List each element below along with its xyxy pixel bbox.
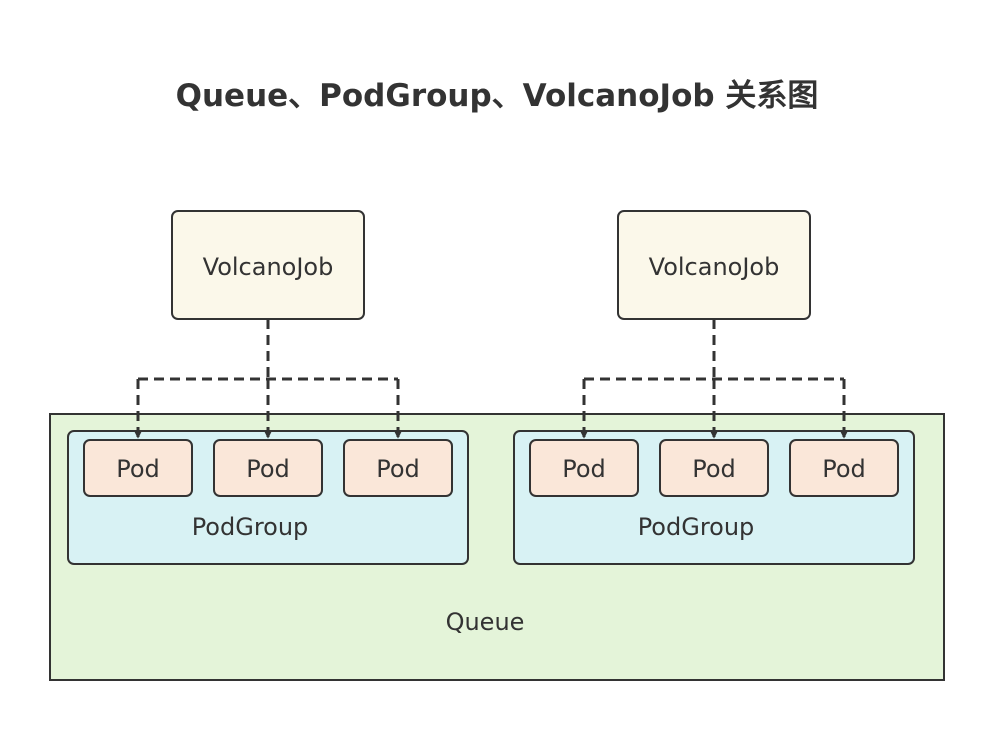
diagram-title: Queue、PodGroup、VolcanoJob 关系图 [175, 78, 819, 114]
pod-box [529, 439, 639, 497]
pod-label: Pod [562, 455, 606, 483]
pod-box [213, 439, 323, 497]
volcanojob-label: VolcanoJob [649, 253, 780, 281]
queue-label: Queue [446, 608, 525, 636]
volcanojob-group-1: PodGroup Pod Pod Pod VolcanoJob [67, 210, 469, 565]
pod-label: Pod [822, 455, 866, 483]
podgroup-label: PodGroup [192, 513, 309, 541]
pod-label: Pod [692, 455, 736, 483]
pod-box [659, 439, 769, 497]
pod-box [789, 439, 899, 497]
volcanojob-label: VolcanoJob [203, 253, 334, 281]
pod-box [83, 439, 193, 497]
podgroup-label: PodGroup [638, 513, 755, 541]
volcanojob-group-2: PodGroup Pod Pod Pod VolcanoJob [513, 210, 915, 565]
pod-box [343, 439, 453, 497]
pod-label: Pod [246, 455, 290, 483]
pod-label: Pod [376, 455, 420, 483]
pod-label: Pod [116, 455, 160, 483]
